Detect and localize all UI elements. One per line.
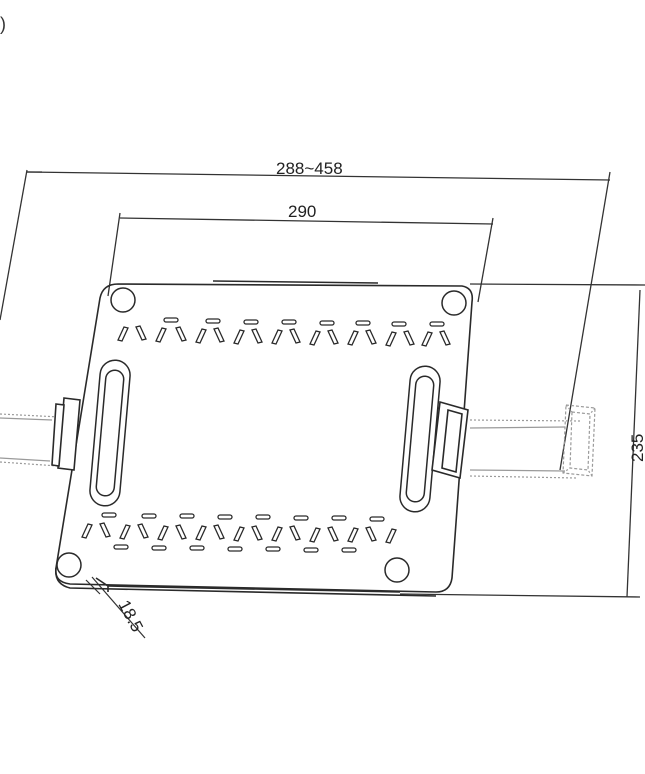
dim-height-label: 235 [628,434,645,462]
shelf-plate [54,280,474,597]
slots-upper [117,317,451,347]
dim-inner-width [107,212,494,303]
mounting-rail [0,404,596,479]
corner-hole-bl [56,552,82,578]
left-long-slot [89,359,131,507]
dim-inner-width-label: 290 [288,202,316,221]
corner-glyph: ) [0,14,6,34]
dim-thickness-label: 18.5 [114,597,146,635]
corner-hole-br [384,557,410,583]
slots-lower [81,512,397,553]
dim-outer-width-label: 288~458 [276,159,343,178]
dim-height [399,283,645,598]
dim-outer-width [0,169,611,471]
clamps [51,397,469,480]
corner-hole-tr [441,290,467,316]
dim-thickness [85,576,146,639]
corner-hole-tl [110,287,136,313]
corner-holes [56,287,467,583]
side-slots [89,359,441,513]
